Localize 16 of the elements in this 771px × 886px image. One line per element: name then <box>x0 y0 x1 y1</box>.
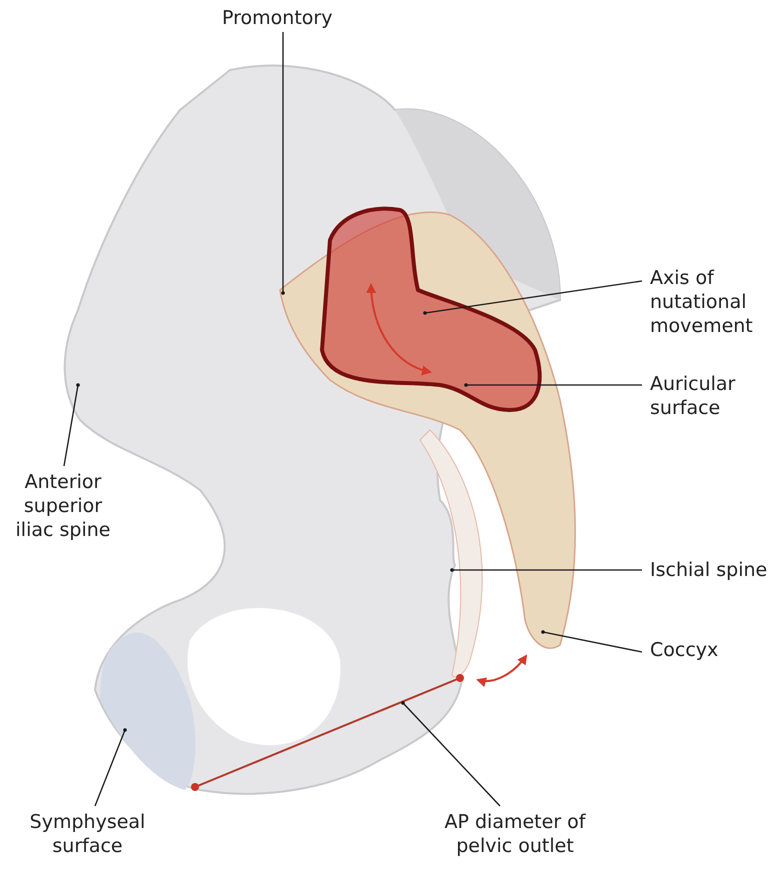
leader-line <box>281 32 285 295</box>
leader-line <box>464 383 642 387</box>
leader-line <box>401 701 500 806</box>
part-label: Auricular surface <box>650 372 770 420</box>
leader-line <box>450 568 642 572</box>
leader-line <box>63 383 80 466</box>
leader-line <box>541 630 642 653</box>
part-label: Ischial spine <box>650 558 770 582</box>
leader-line <box>423 280 642 315</box>
part-label: Anterior superior iliac spine <box>8 470 118 542</box>
part-label: Coccyx <box>650 638 770 662</box>
part-label: Axis of nutational movement <box>650 266 770 338</box>
part-label: Promontory <box>222 6 352 30</box>
part-label: AP diameter of pelvic outlet <box>440 810 590 858</box>
leader-line <box>94 728 127 806</box>
part-label: Symphyseal surface <box>15 810 160 858</box>
